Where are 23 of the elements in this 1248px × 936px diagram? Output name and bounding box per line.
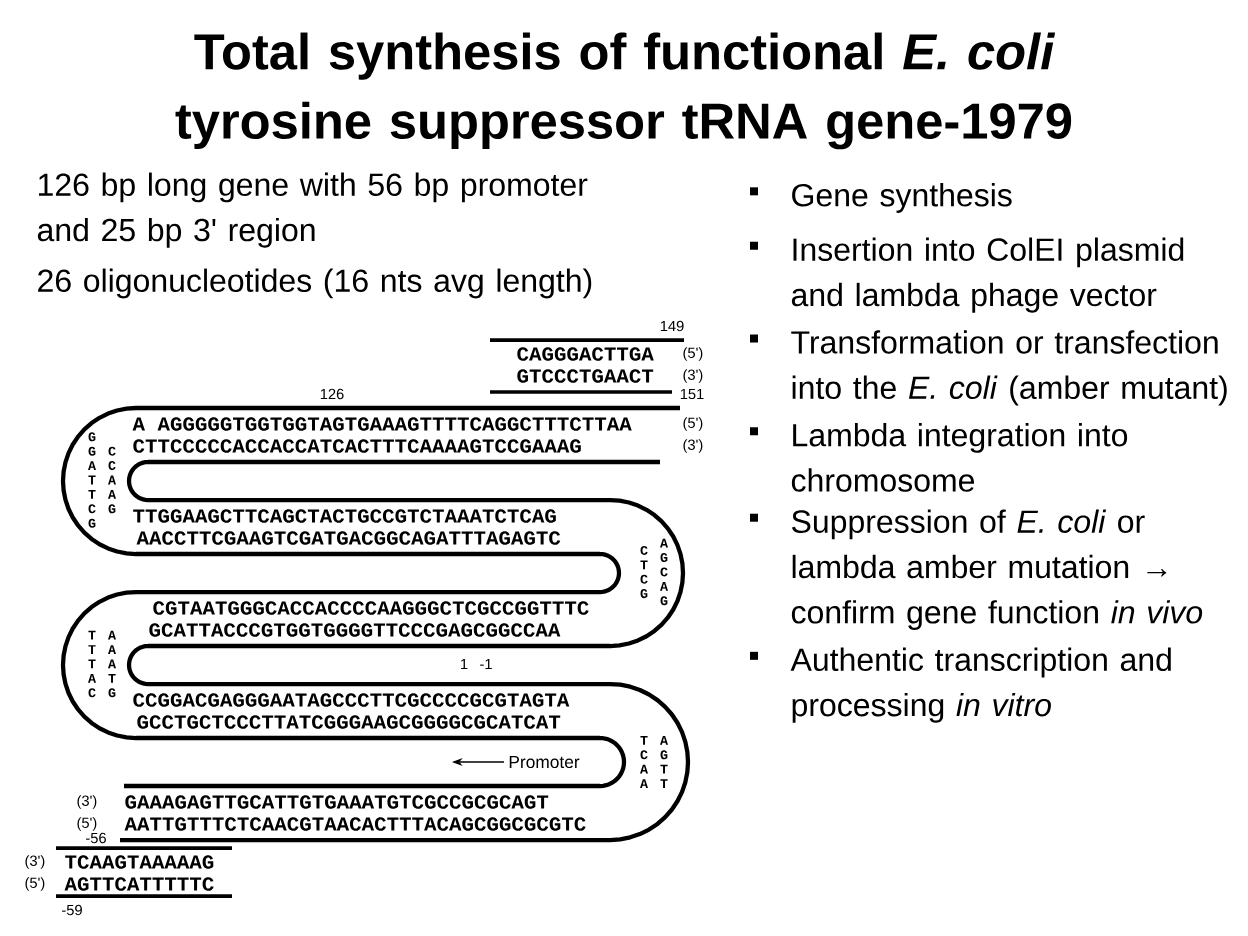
slide-title: Total synthesis of functional E. coli tyrosine suppressor tRNA gene-1979 (175, 32, 1072, 150)
sequence-text: GAAAGAGTTGCATTGTGAAATGTCGCCGCGCAGT (125, 795, 549, 809)
sequence-text: AATTGTTTCTCAACGTAACACTTTACAGCGGCGCGTC (124, 817, 586, 831)
bullet-item: Authentic transcription and processing in vitro (750, 647, 1171, 723)
region-label: Promoter (509, 755, 580, 769)
sequence-text: A AGGGGGTGGTGGTAGTGAAAGTTTTCAGGCTTTCTTAA (132, 417, 632, 431)
sequence-text: TTGGAAGCTTCAGCTACTGCCGTCTAAATCTCAG (133, 509, 556, 523)
sequence-text: TCAAGTAAAAAG (65, 855, 214, 869)
sequence-text: AACCTTCGAAGTCGATGACGGCAGATTTAGAGTC (136, 531, 561, 545)
sequence-text: CGTAATGGGCACCACCCCAAGGGCTCGCCGGTTTC (153, 601, 589, 615)
bullet-item: Suppression of E. coli or lambda amber mutation → confirm gene function in vivo (750, 509, 1203, 630)
body-text: 26 oligonucleotides (16 nts avg length) (38, 268, 592, 299)
sequence-text: AGTTCATTTTTC (64, 877, 214, 891)
sequence-text: CAGGGACTTGA (517, 347, 654, 361)
sequence-text: GCATTACCCGTGGTGGGGTTCCCGAGCGGCCAA (149, 623, 561, 637)
sequence-text: GTCCCTGAACT (517, 369, 654, 383)
bullet-item: Gene synthesis (750, 183, 1012, 213)
sequence-text: CCGGACGAGGGAATAGCCCTTCGCCCCGCGTAGTA (133, 693, 570, 707)
sequence-text: CTTCCCCCACCACCATCACTTTCAAAAGTCCGAAAG (133, 439, 581, 453)
bullet-item: Transformation or transfection into the E. coli (amber mutant) (750, 330, 1227, 406)
sequence-text: GCCTGCTCCCTTATCGGGAAGCGGGGCGCATCAT (137, 715, 561, 729)
body-text: 126 bp long gene with 56 bp promoter and 25 bp 3' region (37, 172, 588, 248)
bullet-item: Insertion into ColEI plasmid and lambda phage vector (750, 237, 1184, 313)
